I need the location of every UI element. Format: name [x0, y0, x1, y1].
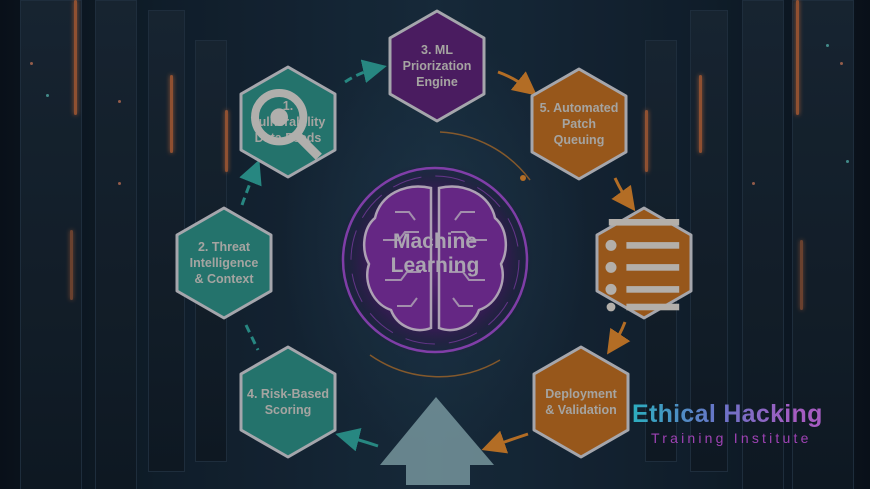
brand-logo: Ethical Hacking Training Institute [632, 400, 823, 446]
upload-arrow-icon [380, 397, 494, 485]
brand-title: Ethical Hacking [632, 400, 823, 428]
node-label-line: Patch Queuing [553, 117, 605, 147]
node-label-line: & Context [194, 272, 254, 286]
arrow-2-to-4 [244, 324, 260, 351]
node-patch-list[interactable] [592, 205, 696, 321]
arrow-1-to-3 [344, 59, 387, 84]
arrow-list-to-deploy [607, 321, 631, 355]
brand-subtitle: Training Institute [651, 430, 812, 446]
node-label-line: 4. Risk-Based [247, 387, 329, 401]
arrow-deploy-to-center [481, 430, 529, 454]
node-label-line: 2. Threat [197, 240, 251, 254]
node-deployment-validation[interactable]: Deployment & Validation [529, 344, 633, 460]
node-threat-intelligence[interactable]: 2. Threat Intelligence & Context [172, 205, 276, 321]
center-label: Machine Learning [335, 230, 535, 278]
node-risk-based-scoring[interactable]: 4. Risk-Based Scoring [236, 344, 340, 460]
arrow-5-to-list [611, 177, 636, 212]
arrow-3-to-5 [497, 70, 538, 96]
node-label-line: Intelligence [189, 256, 259, 270]
brain-circuit-icon [337, 162, 533, 358]
list-icon [605, 219, 680, 312]
node-label-line: & Validation [545, 403, 617, 417]
node-label-line: Engine [416, 75, 458, 89]
center-label-line2: Learning [390, 254, 480, 277]
orbit-arc-bottom [369, 354, 501, 378]
center-label-line1: Machine [392, 230, 478, 253]
machine-learning-hub: Machine Learning [335, 160, 535, 360]
node-label-line: 5. Automated [539, 101, 619, 115]
node-vulnerability-data-feeds[interactable]: 1. Vulnerability Data Feeds [236, 64, 340, 180]
orbit-arc-top [439, 131, 531, 181]
node-label-line: 3. ML [421, 43, 453, 57]
node-ml-prioritization-engine[interactable]: 3. ML Priorization Engine [385, 8, 489, 124]
node-label-line: Scoring [264, 403, 312, 417]
node-automated-patch-queuing[interactable]: 5. Automated Patch Queuing [527, 66, 631, 182]
node-label-line: Priorization [402, 59, 472, 73]
node-label-line: Deployment [545, 387, 617, 401]
arrow-2-to-1 [239, 159, 262, 206]
arrow-to-risk-scoring [335, 427, 379, 452]
magnifier-icon [251, 89, 322, 160]
